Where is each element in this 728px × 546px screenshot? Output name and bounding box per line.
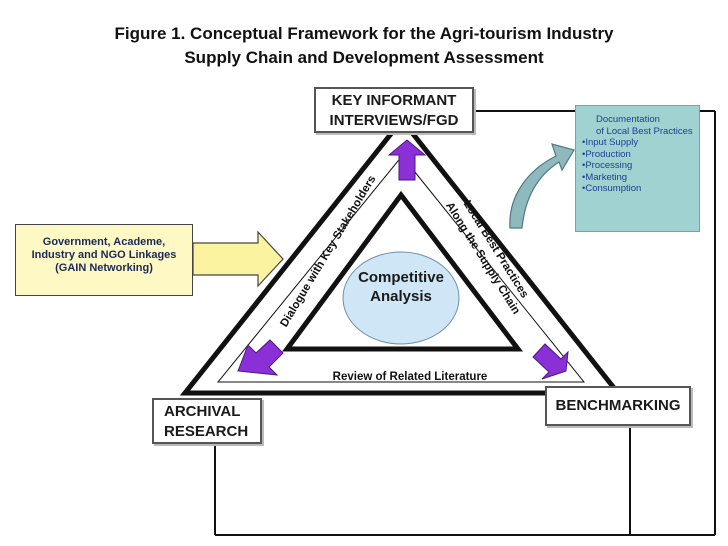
benchmarking-label: BENCHMARKING (555, 397, 681, 414)
figure-title-line2: Supply Chain and Development Assessment (184, 48, 544, 67)
benchmarking-box: BENCHMARKING (545, 386, 691, 426)
center-line2: Analysis (370, 288, 432, 305)
edge-label-bottom: Review of Related Literature (332, 371, 488, 383)
competitive-analysis-label: Competitive Analysis (344, 268, 458, 306)
government-line3: (GAIN Networking) (55, 262, 153, 274)
documentation-box: Documentation of Local Best Practices •I… (575, 105, 700, 232)
documentation-item: •Consumption (582, 183, 642, 194)
government-line1: Government, Academe, (42, 236, 166, 248)
documentation-item: •Input Supply (582, 137, 639, 148)
figure-title-line1: Figure 1. Conceptual Framework for the A… (114, 24, 614, 43)
documentation-item: •Marketing (582, 171, 628, 183)
center-line1: Competitive (358, 269, 444, 286)
competitive-analysis-circle (342, 251, 460, 345)
archival-line1: ARCHIVAL (164, 403, 241, 420)
documentation-title-line1: Documentation (596, 114, 660, 125)
arrow-down-left-icon (237, 339, 284, 376)
inner-triangle (282, 190, 524, 352)
curved-arrow-icon (509, 143, 575, 229)
documentation-item: •Production (582, 148, 631, 160)
documentation-title-line2: of Local Best Practices (596, 125, 693, 137)
documentation-item: •Processing (582, 160, 633, 171)
arrow-right-icon (192, 230, 284, 288)
outer-triangle-inner-edge (216, 155, 586, 383)
government-line2: Industry and NGO Linkages (31, 249, 177, 261)
key-informant-box: KEY INFORMANT INTERVIEWS/FGD (314, 87, 474, 133)
arrow-down-right-icon (532, 343, 569, 380)
archival-line2: RESEARCH (164, 423, 249, 440)
outer-triangle (179, 115, 624, 396)
archival-research-box: ARCHIVAL RESEARCH (152, 398, 262, 444)
key-informant-line2: INTERVIEWS/FGD (329, 112, 459, 129)
government-linkages-box: Government, Academe, Industry and NGO Li… (15, 224, 193, 296)
key-informant-line1: KEY INFORMANT (331, 92, 457, 109)
arrow-up-icon (387, 139, 427, 181)
